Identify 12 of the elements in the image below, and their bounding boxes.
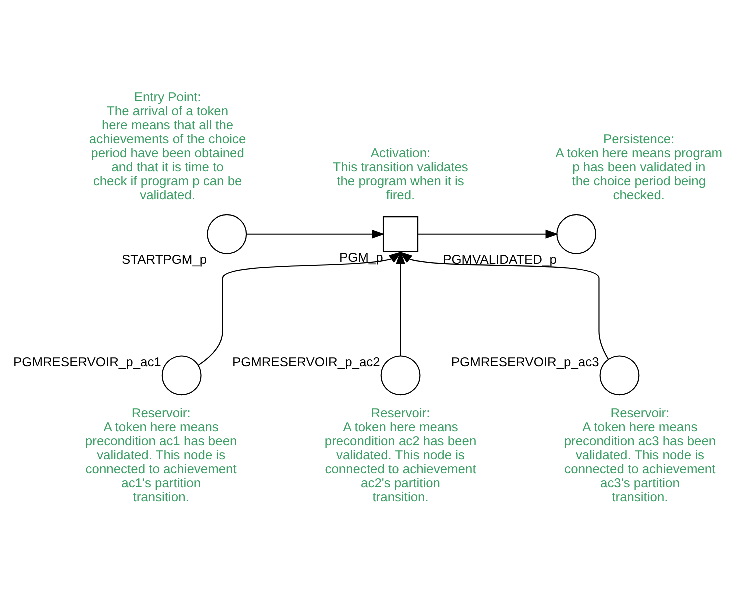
node-label: PGMRESERVOIR_p_ac3 [451,354,600,370]
node-label: Entry Point: The arrival of a token here means that all the achievements of the choice period have been obtained and that it is time to check if program p can be validated. [89,88,246,202]
node-label: Reservoir: A token here means precondition ac1 has been validated. This node is connected to achievement ac1's partition transition. [85,404,238,504]
node-label: PGMRESERVOIR_p_ac2 [232,354,380,370]
node-label: Activation: This transition validates the program when it is fired. [333,144,468,202]
node-label: STARTPGM_p [122,252,208,267]
node-label: Persistence: A token here means program p has been validated in the choice period being checked. [556,130,723,202]
node-label: PGM_p [339,249,384,264]
node-label: Reservoir: A token here means precondition ac3 has been validated. This node is connected to achievement ac3's partition transition. [564,404,716,504]
node-label: PGMVALIDATED_p [443,252,557,267]
node-label: PGMRESERVOIR_p_ac1 [14,354,162,370]
node-label: Reservoir: A token here means precondition ac2 has been validated. This node is connected to achievement ac2's partition transition. [324,404,477,504]
